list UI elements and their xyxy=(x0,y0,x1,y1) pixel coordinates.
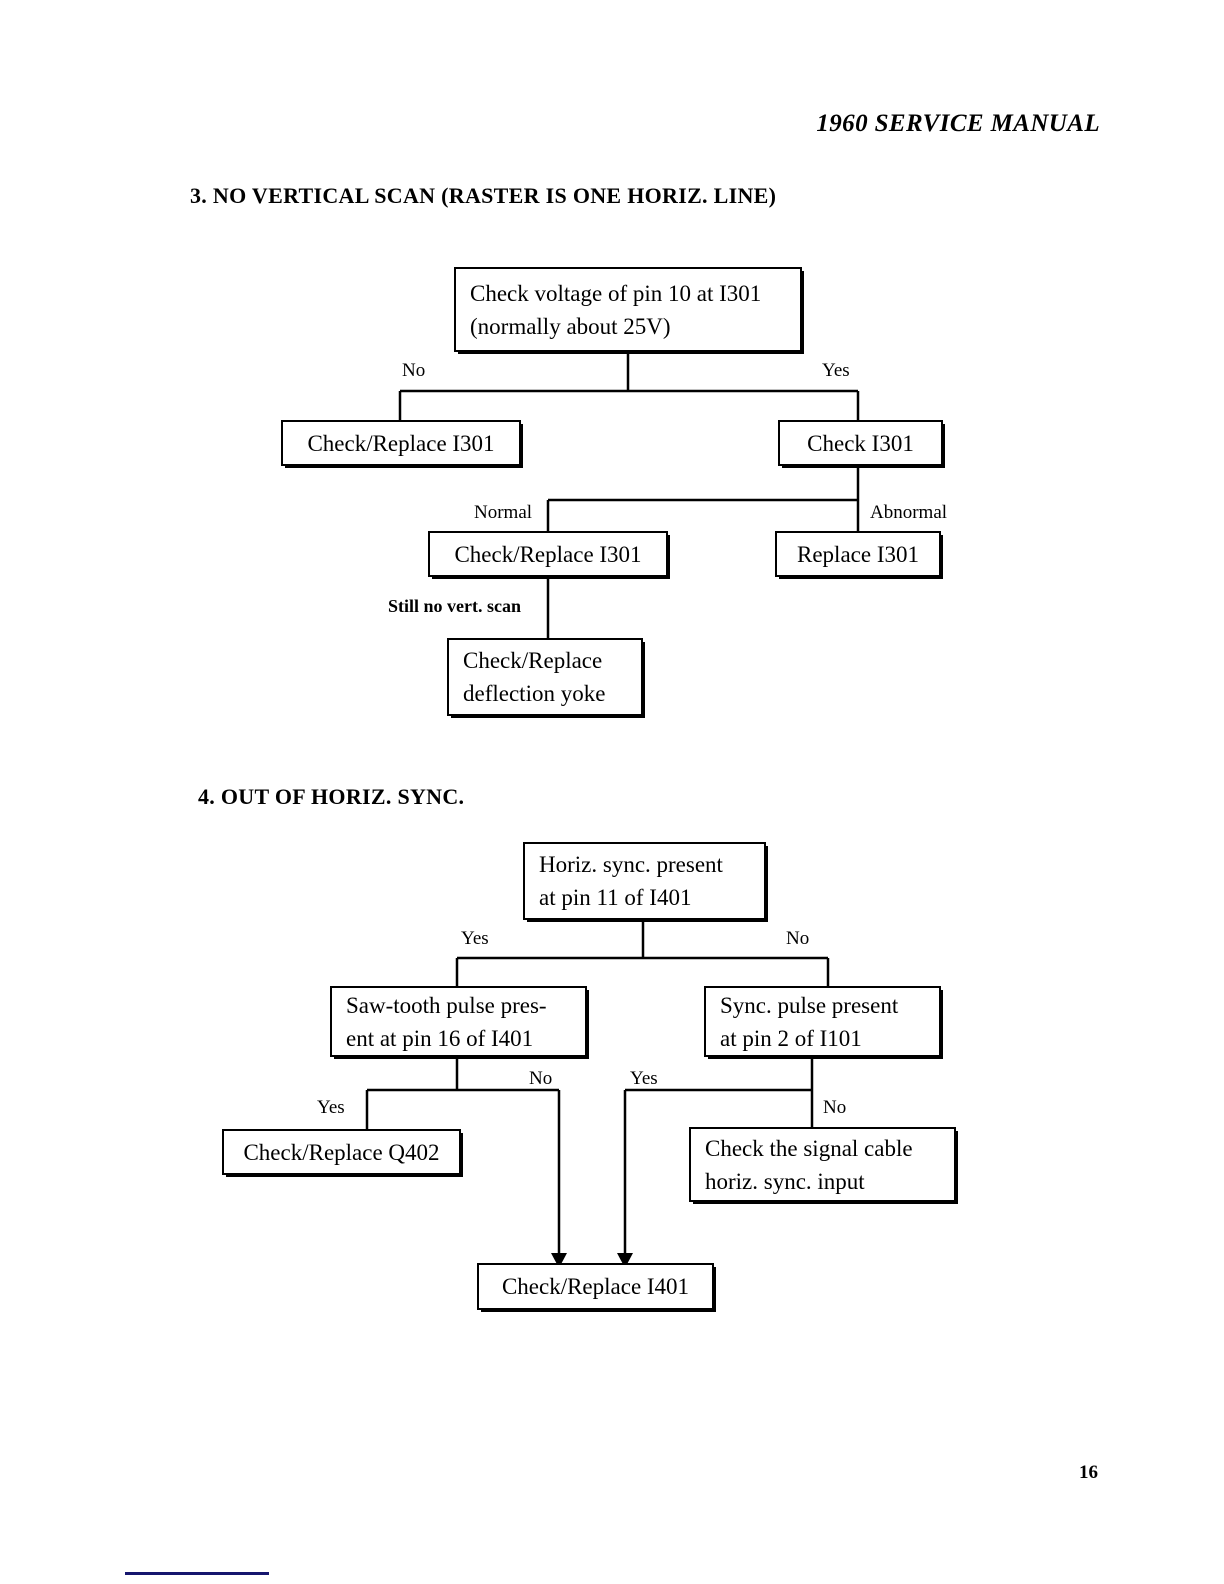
flowchart-node-replace-i301-abnormal[interactable]: Replace I301 xyxy=(775,531,941,577)
flowchart-node-check-voltage-pin10[interactable]: Check voltage of pin 10 at I301 (normall… xyxy=(454,267,802,352)
edge-label-normal: Normal xyxy=(474,502,533,523)
node-text-line-1: Check/Replace xyxy=(463,648,603,673)
flowchart-node-check-i301[interactable]: Check I301 xyxy=(778,420,943,466)
node-text-line-2: horiz. sync. input xyxy=(705,1168,865,1194)
edge-label-yes-syncpulse: Yes xyxy=(630,1068,658,1089)
edge-label-yes-vertical-branch: Yes xyxy=(822,360,850,381)
node-text-line-1: Horiz. sync. present xyxy=(539,852,723,877)
edge-label-abnormal: Abnormal xyxy=(870,502,948,523)
node-text-line-1: Replace I301 xyxy=(797,541,919,567)
node-text-line-2: deflection yoke xyxy=(463,681,606,706)
flowchart-node-sawtooth-pulse-present[interactable]: Saw-tooth pulse pres- ent at pin 16 of I… xyxy=(330,986,587,1057)
section-3-heading: 3. NO VERTICAL SCAN (RASTER IS ONE HORIZ… xyxy=(190,183,777,208)
flowchart-node-sync-pulse-present[interactable]: Sync. pulse present at pin 2 of I101 xyxy=(704,986,941,1057)
flowchart-node-check-replace-q402[interactable]: Check/Replace Q402 xyxy=(222,1129,461,1175)
edge-label-no-horiz-branch: No xyxy=(786,928,810,949)
node-text-line-1: Check/Replace I401 xyxy=(501,1274,690,1299)
node-text-line-2: ent at pin 16 of I401 xyxy=(346,1025,534,1051)
bottom-rule-divider xyxy=(125,1572,269,1575)
node-text-line-2: at pin 2 of I101 xyxy=(720,1025,862,1051)
flowchart-node-check-replace-deflection-yoke[interactable]: Check/Replace deflection yoke xyxy=(447,638,643,716)
node-text-line-1: Check/Replace Q402 xyxy=(243,1139,440,1165)
node-text-line-1: Sync. pulse present xyxy=(720,992,899,1018)
page-header-title: 1960 SERVICE MANUAL xyxy=(816,110,1100,137)
page-number: 16 xyxy=(1079,1462,1098,1483)
node-text-line-1: Check the signal cable xyxy=(705,1135,913,1161)
edge-label-no-syncpulse: No xyxy=(823,1097,847,1118)
edge-label-no-sawtooth: No xyxy=(529,1068,553,1089)
flowchart-node-check-replace-i301-normal[interactable]: Check/Replace I301 xyxy=(428,531,668,577)
flowchart-node-horiz-sync-present[interactable]: Horiz. sync. present at pin 11 of I401 xyxy=(523,842,766,920)
section-4-heading: 4. OUT OF HORIZ. SYNC. xyxy=(198,784,465,809)
node-text-line-1: Check/Replace I301 xyxy=(307,430,495,456)
edge-label-still-no-vert-scan: Still no vert. scan xyxy=(388,596,521,616)
edge-label-yes-horiz-branch: Yes xyxy=(461,928,489,949)
node-text-line-2: (normally about 25V) xyxy=(470,313,671,339)
edge-label-yes-sawtooth: Yes xyxy=(317,1097,345,1118)
flowchart-node-check-replace-i301-no[interactable]: Check/Replace I301 xyxy=(281,420,521,466)
flowchart-node-check-replace-i401[interactable]: Check/Replace I401 xyxy=(477,1263,714,1310)
node-text-line-1: Saw-tooth pulse pres- xyxy=(346,992,547,1018)
flowchart-node-check-signal-cable[interactable]: Check the signal cable horiz. sync. inpu… xyxy=(689,1127,956,1202)
edge-label-no-vertical-branch: No xyxy=(402,360,426,381)
node-text-line-1: Check/Replace I301 xyxy=(454,541,642,567)
node-text-line-1: Check voltage of pin 10 at I301 xyxy=(470,280,762,306)
node-text-line-2: at pin 11 of I401 xyxy=(539,885,692,910)
node-text-line-1: Check I301 xyxy=(807,430,914,456)
